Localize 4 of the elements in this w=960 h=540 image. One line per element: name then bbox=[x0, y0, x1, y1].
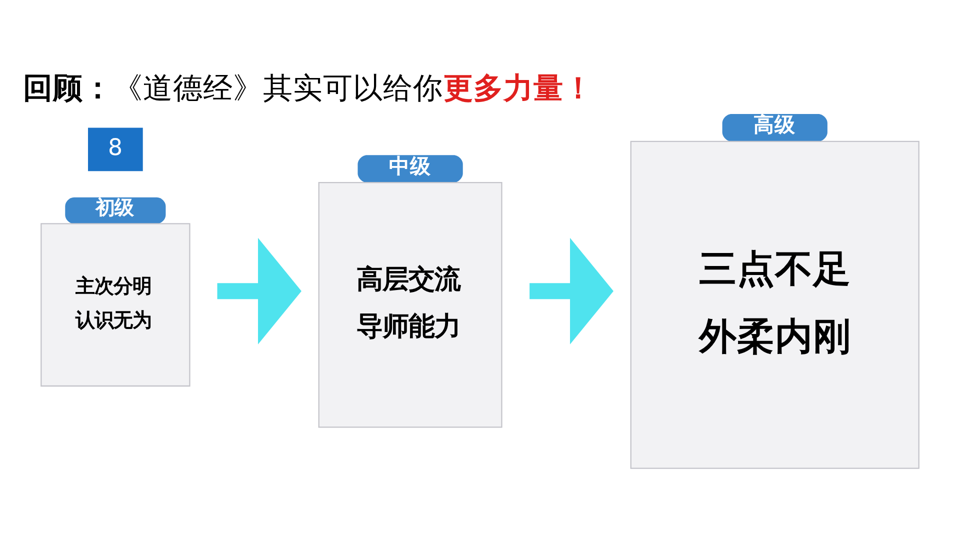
diagram-title: 回顾：《道德经》其实可以给你更多力量！ bbox=[22, 70, 594, 106]
arrow bbox=[530, 238, 614, 344]
arrow bbox=[217, 238, 302, 344]
label: 8 bbox=[108, 135, 123, 162]
